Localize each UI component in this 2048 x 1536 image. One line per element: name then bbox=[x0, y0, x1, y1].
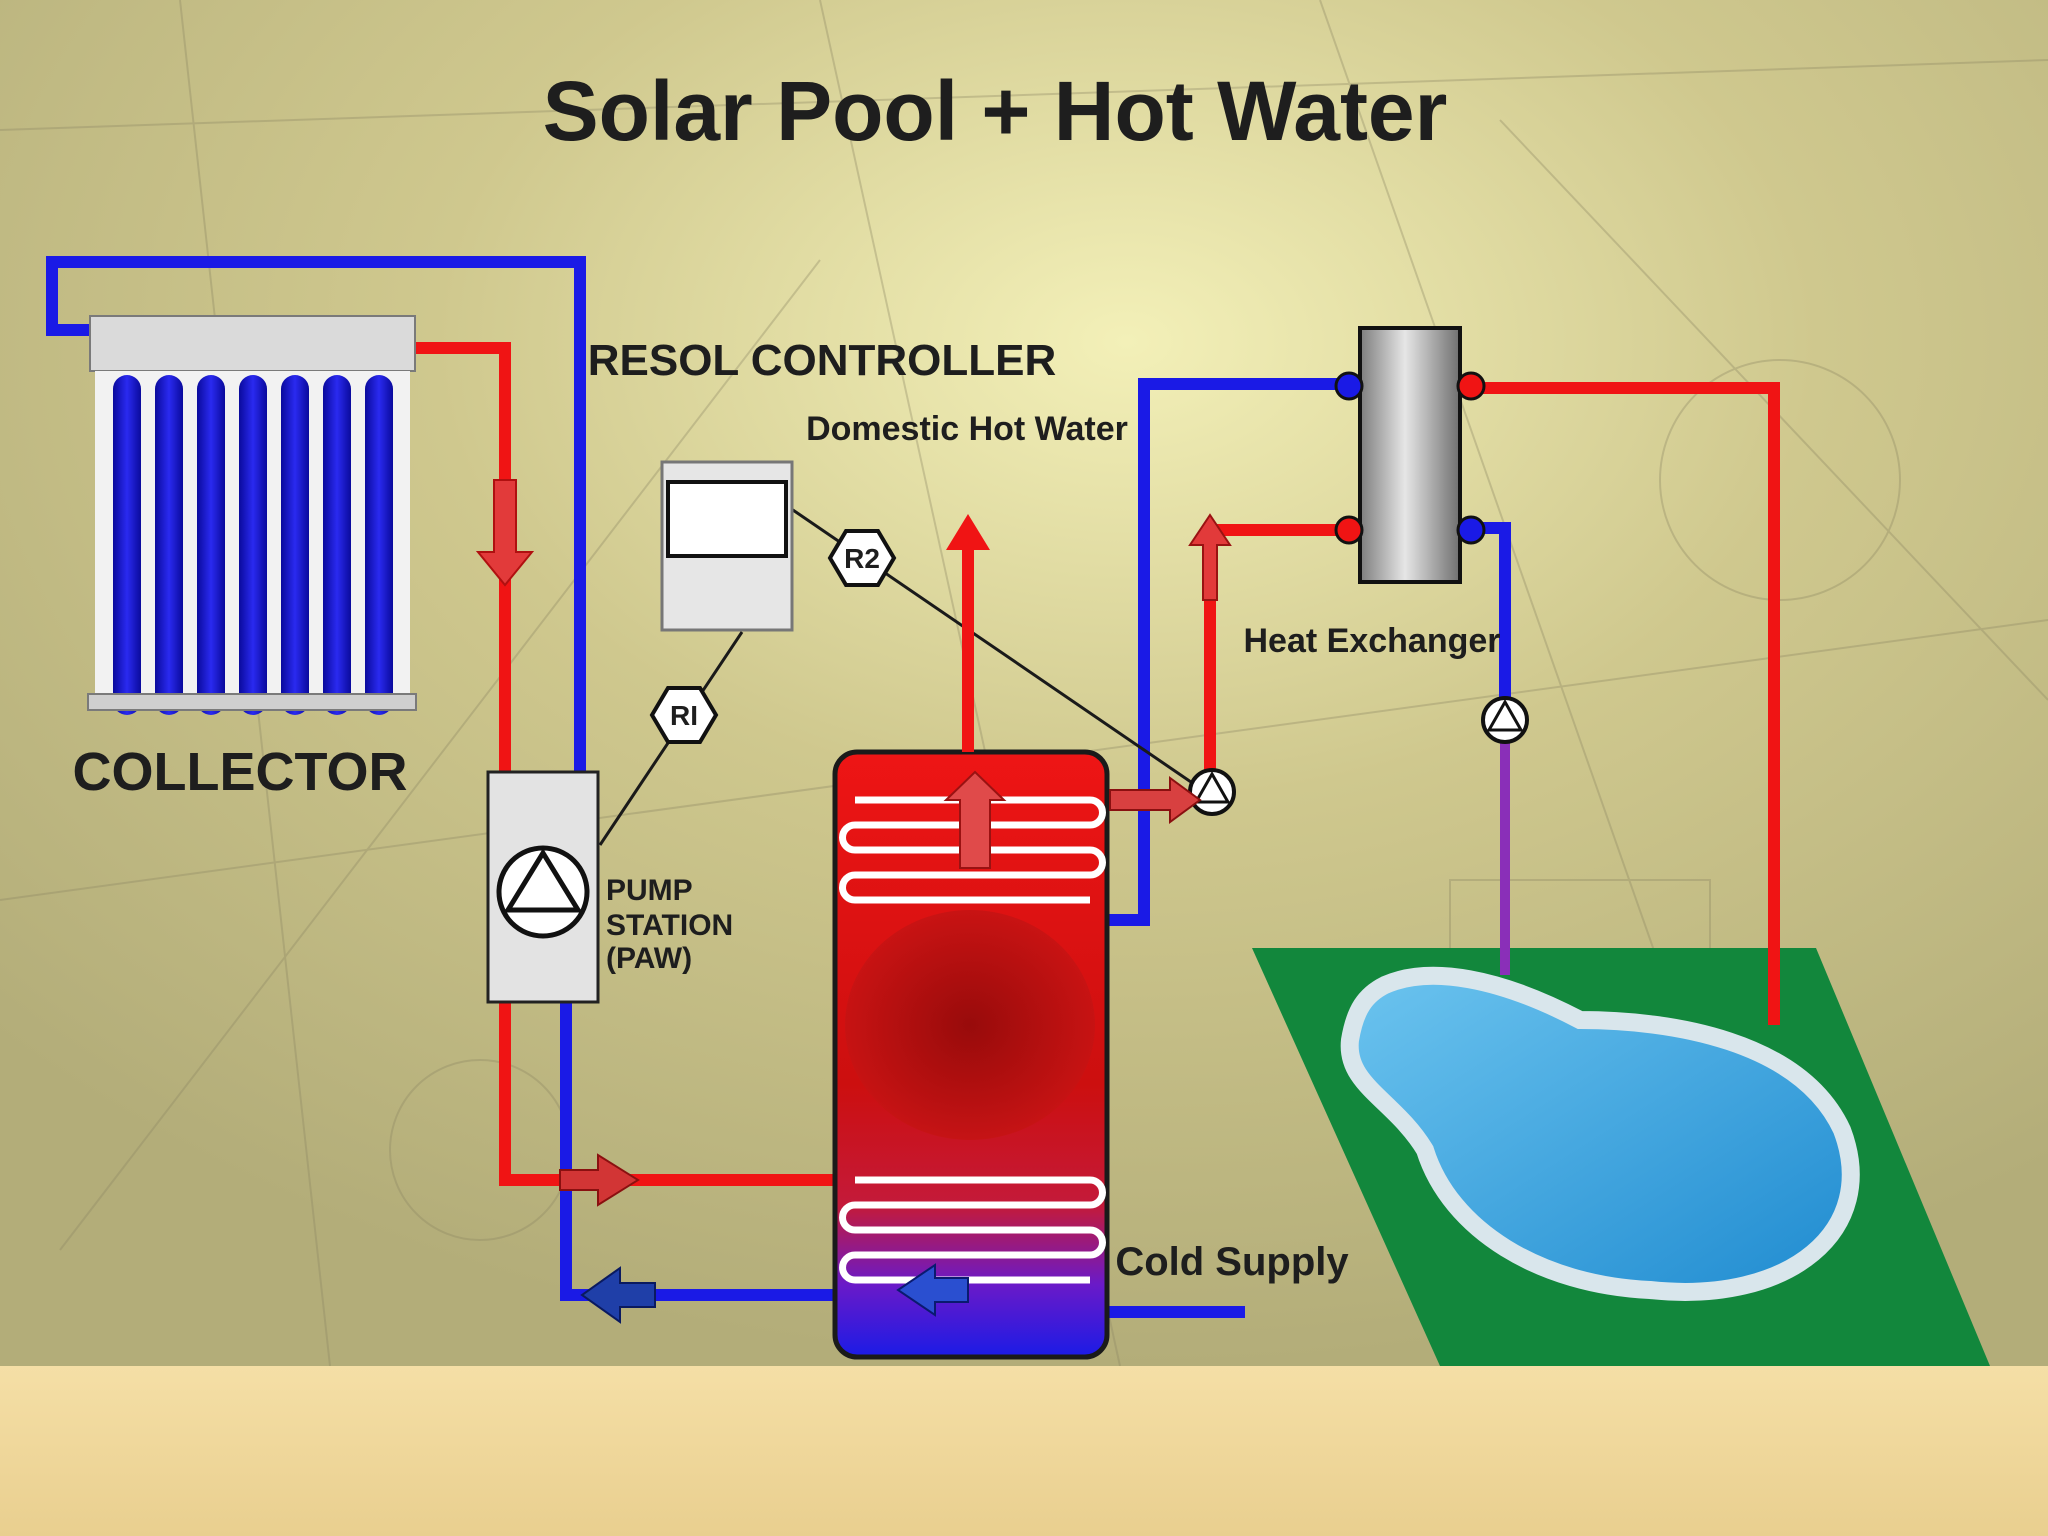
arrow-right-icon bbox=[559, 1153, 640, 1207]
arrow-down-icon bbox=[475, 479, 535, 587]
flow-arrows bbox=[475, 479, 1232, 1324]
domestic-hot-water-label: Domestic Hot Water bbox=[806, 410, 1128, 448]
heat-exchanger-label: Heat Exchanger bbox=[1244, 622, 1501, 660]
resol-controller bbox=[660, 460, 794, 632]
collector-tubes bbox=[113, 375, 393, 715]
cold-supply-label: Cold Supply bbox=[1115, 1240, 1349, 1284]
arrow-right-icon bbox=[1109, 776, 1202, 824]
pool-pump-icon bbox=[1481, 696, 1529, 744]
pump-station-label-line3: (PAW) bbox=[606, 942, 692, 975]
arrow-left-icon bbox=[896, 1263, 969, 1317]
circulation-pump-icon bbox=[1188, 768, 1236, 816]
controller-label: RESOL CONTROLLER bbox=[588, 336, 1057, 385]
pump-station-label-line2: STATION bbox=[606, 909, 733, 942]
arrow-up-icon bbox=[943, 770, 1007, 869]
cold-pipes bbox=[46, 256, 1511, 1318]
pool bbox=[1340, 966, 1860, 1301]
tank-coil-lower bbox=[839, 1176, 1106, 1284]
svg-text:R2: R2 bbox=[844, 543, 880, 574]
heat-exchanger bbox=[1334, 326, 1486, 584]
arrow-left-icon bbox=[580, 1266, 656, 1324]
relay-r1: RI bbox=[649, 686, 719, 744]
pump-station-label-line1: PUMP bbox=[606, 874, 693, 907]
pump-station bbox=[486, 770, 600, 1004]
arrow-up-icon bbox=[1188, 513, 1232, 601]
domestic-hot-water-arrow bbox=[946, 514, 990, 550]
page-title: Solar Pool + Hot Water bbox=[543, 64, 1448, 158]
footer-band bbox=[0, 1366, 2048, 1536]
collector-label: COLLECTOR bbox=[73, 742, 408, 802]
svg-text:RI: RI bbox=[670, 700, 698, 731]
solar-collector bbox=[87, 315, 417, 715]
relay-r2: R2 bbox=[827, 529, 897, 587]
